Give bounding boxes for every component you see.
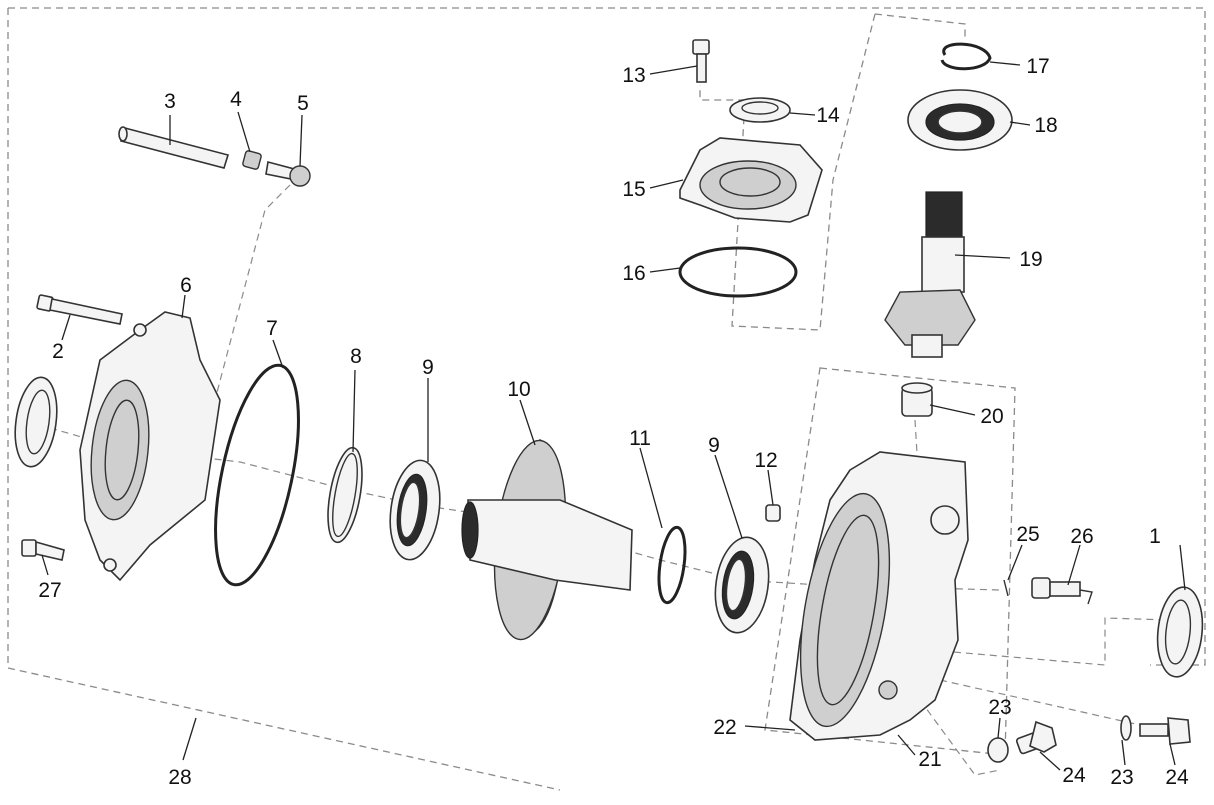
ring-gear-bearing-right [714, 536, 770, 634]
callout-24-right: 24 [1165, 766, 1189, 789]
long-bolt [36, 294, 123, 325]
callout-9-right: 9 [708, 434, 720, 457]
short-bolt [21, 539, 65, 561]
callout-15: 15 [622, 178, 645, 201]
pinion-oil-seal [729, 97, 791, 123]
breather-tube [118, 126, 230, 169]
large-o-ring [214, 363, 300, 587]
callout-2: 2 [52, 340, 64, 363]
dowel-pin [765, 504, 781, 522]
callout-20: 20 [980, 405, 1003, 428]
circlip [940, 42, 992, 71]
callout-17: 17 [1026, 55, 1049, 78]
callout-16: 16 [622, 262, 645, 285]
callout-23-left: 23 [988, 696, 1011, 719]
callout-4: 4 [230, 88, 242, 111]
callout-26: 26 [1070, 525, 1093, 548]
drain-plug [1015, 720, 1057, 755]
callout-8: 8 [350, 345, 362, 368]
callout-25: 25 [1016, 523, 1039, 546]
needle-bushing [901, 382, 933, 417]
drain-washer [987, 737, 1009, 763]
callout-24-left: 24 [1062, 764, 1086, 787]
callout-11: 11 [629, 427, 651, 450]
drain-axis [919, 679, 1141, 776]
callout-14: 14 [816, 104, 840, 127]
callout-3: 3 [164, 90, 176, 113]
callout-23-right: 23 [1110, 766, 1133, 789]
pinion-group-frame [699, 13, 966, 331]
callout-7: 7 [266, 317, 278, 340]
pinion-housing-o-ring [678, 246, 798, 298]
drive-pinion [884, 191, 976, 358]
breather-axis [190, 184, 291, 401]
assembly-frame [7, 7, 1206, 791]
callout-28: 28 [168, 766, 191, 789]
breather-elbow [265, 161, 311, 187]
callout-22: 22 [713, 716, 736, 739]
case-group-frame [764, 367, 1016, 756]
ring-gear [461, 439, 633, 641]
ring-gear-bearing-left [389, 459, 441, 561]
callout-labels: 1 2 3 4 5 6 7 8 9 10 11 9 12 13 14 15 16… [38, 55, 1189, 789]
fill-washer [1120, 715, 1132, 741]
fill-plug [1139, 717, 1191, 745]
small-o-ring [657, 525, 687, 605]
retaining-clip [1003, 579, 1009, 597]
callout-5: 5 [297, 92, 309, 115]
leader-lines [41, 61, 1186, 771]
final-drive-case [789, 451, 969, 741]
callout-10: 10 [507, 378, 530, 401]
callout-18: 18 [1034, 114, 1057, 137]
gear-case-cover [79, 311, 221, 582]
seal-axis [929, 617, 1171, 666]
callout-12: 12 [754, 449, 777, 472]
left-oil-seal [14, 376, 58, 468]
callout-13: 13 [622, 64, 645, 87]
callout-1: 1 [1149, 525, 1161, 548]
shim-ring [327, 446, 363, 544]
housing-bolt [692, 39, 710, 83]
callout-6: 6 [180, 274, 192, 297]
pinion-housing [679, 137, 823, 223]
callout-21: 21 [918, 748, 941, 771]
callout-19: 19 [1019, 248, 1042, 271]
callout-9-left: 9 [422, 356, 434, 379]
speed-sensor [1031, 577, 1093, 605]
pinion-bearing [907, 89, 1013, 151]
hose-clamp [242, 150, 262, 170]
callout-27: 27 [38, 579, 61, 602]
